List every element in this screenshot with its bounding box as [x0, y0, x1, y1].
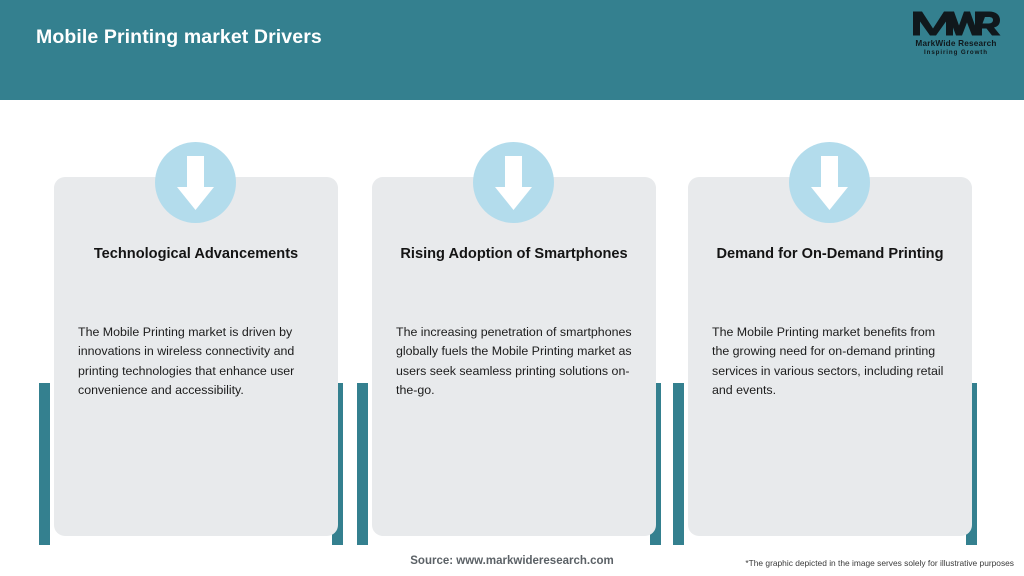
driver-card-2[interactable]: Rising Adoption of Smartphones The incre…: [372, 142, 656, 536]
mwr-logo-icon: [913, 11, 1001, 36]
page-title: Mobile Printing market Drivers: [36, 26, 322, 48]
disclaimer-label: *The graphic depicted in the image serve…: [745, 558, 1014, 568]
down-arrow-icon: [789, 142, 870, 223]
card-body: The Mobile Printing market is driven by …: [78, 325, 295, 398]
card-title: Rising Adoption of Smartphones: [400, 246, 628, 262]
card-title: Demand for On-Demand Printing: [716, 246, 944, 262]
card-body: The Mobile Printing market benefits from…: [712, 325, 944, 398]
logo-tagline: Inspiring Growth: [924, 49, 988, 56]
card-title: Technological Advancements: [93, 246, 299, 262]
driver-card-1[interactable]: Technological Advancements The Mobile Pr…: [54, 142, 338, 536]
logo-company-name: MarkWide Research: [915, 39, 997, 48]
brand-logo: MarkWide Research Inspiring Growth: [904, 8, 1008, 62]
source-label: Source: www.markwideresearch.com: [410, 555, 614, 567]
header-bar: Mobile Printing market Drivers MarkWide …: [0, 0, 1024, 100]
down-arrow-icon: [155, 142, 236, 223]
driver-card-3[interactable]: Demand for On-Demand Printing The Mobile…: [688, 142, 972, 536]
card-body: The increasing penetration of smartphone…: [396, 325, 632, 398]
down-arrow-icon: [473, 142, 554, 223]
